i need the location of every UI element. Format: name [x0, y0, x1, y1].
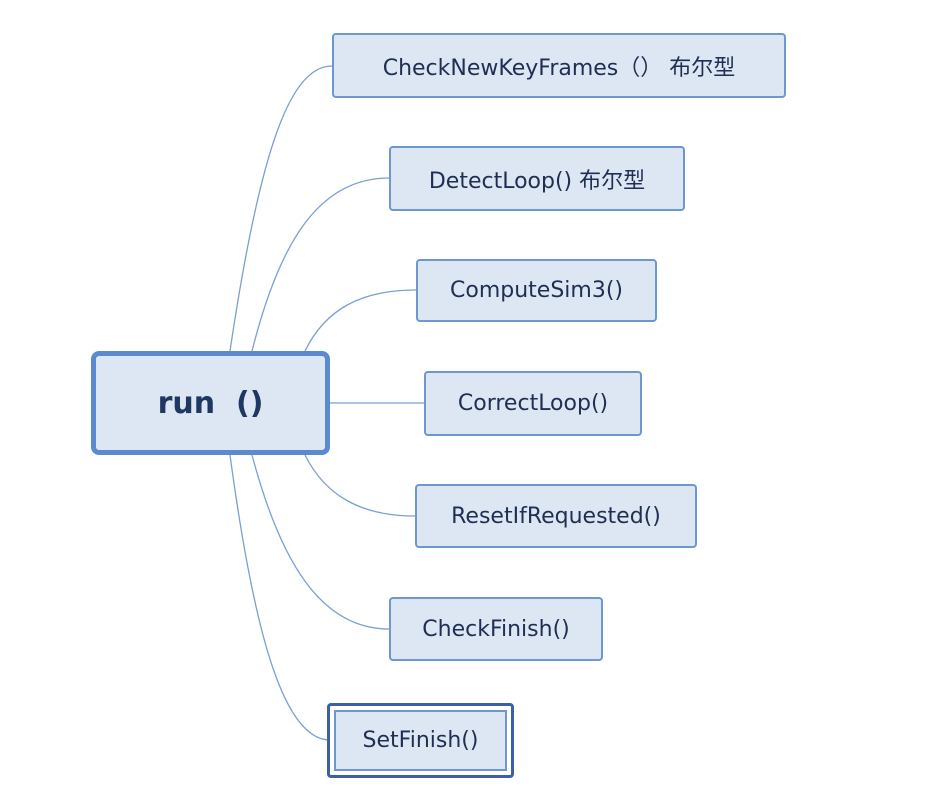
connector-resetifrequested [304, 454, 416, 517]
node-label: DetectLoop() 布尔型 [428, 168, 646, 194]
node-checknewkeyframes[interactable]: CheckNewKeyFrames（） 布尔型 [332, 33, 786, 98]
connector-computesim3 [304, 289, 417, 352]
node-checkfinish[interactable]: CheckFinish() [389, 597, 603, 661]
node-setfinish-selected[interactable]: SetFinish() [327, 703, 514, 778]
connector-checknewkeyframes [229, 65, 333, 352]
connector-detectloop [251, 177, 390, 352]
node-label: ComputeSim3() [450, 278, 623, 303]
root-node-label: run () [157, 385, 264, 421]
node-label: CorrectLoop() [457, 391, 609, 416]
node-computesim3[interactable]: ComputeSim3() [416, 259, 657, 322]
connector-checkfinish [251, 454, 390, 630]
node-label: CheckNewKeyFrames（） 布尔型 [382, 55, 736, 81]
node-setfinish-inner: SetFinish() [334, 710, 507, 771]
node-label: SetFinish() [362, 728, 479, 753]
root-node-run[interactable]: run () [91, 351, 330, 455]
node-resetifrequested[interactable]: ResetIfRequested() [415, 484, 697, 548]
node-detectloop[interactable]: DetectLoop() 布尔型 [389, 146, 685, 211]
connector-setfinish [229, 454, 331, 741]
node-correctloop[interactable]: CorrectLoop() [424, 371, 642, 436]
node-label: CheckFinish() [422, 616, 570, 642]
node-label: ResetIfRequested() [451, 503, 661, 529]
